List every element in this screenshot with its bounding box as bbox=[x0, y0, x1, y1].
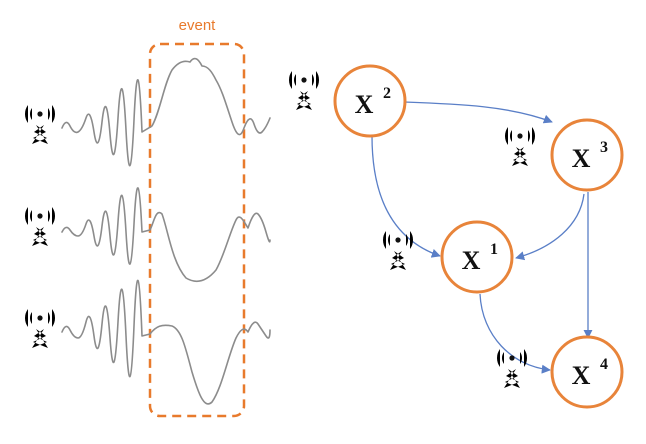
signal-row-3 bbox=[25, 279, 271, 405]
signal-waveform-1 bbox=[61, 57, 271, 167]
node-x4-circle bbox=[550, 335, 624, 409]
node-x4-label: X bbox=[572, 361, 591, 390]
edge-x2-x3 bbox=[403, 101, 553, 124]
node-x3-index: 3 bbox=[600, 139, 608, 156]
node-x2: X 2 bbox=[289, 64, 407, 138]
node-x1: X 1 bbox=[383, 220, 514, 294]
node-x2-label: X bbox=[355, 90, 374, 119]
event-label: event bbox=[179, 17, 217, 34]
signal-row-1 bbox=[25, 57, 271, 167]
signal-waveform-3 bbox=[61, 279, 271, 405]
edge-x1-x4 bbox=[479, 293, 551, 374]
antenna-tower-icon bbox=[25, 105, 55, 144]
event-window-box bbox=[148, 42, 246, 418]
signal-waveform-2 bbox=[61, 187, 271, 283]
edge-x2-x1 bbox=[371, 135, 441, 258]
signal-row-2 bbox=[25, 187, 271, 283]
node-x1-circle bbox=[440, 220, 514, 294]
node-x1-index: 1 bbox=[490, 241, 498, 258]
antenna-tower-icon bbox=[25, 207, 55, 246]
antenna-tower-icon bbox=[383, 231, 413, 270]
signal-rows bbox=[25, 57, 271, 405]
edges bbox=[371, 101, 593, 374]
node-x4-index: 4 bbox=[600, 356, 608, 373]
antenna-tower-icon bbox=[25, 309, 55, 348]
antenna-tower-icon bbox=[289, 71, 319, 110]
node-x3: X 3 bbox=[505, 118, 624, 192]
edge-x3-x1 bbox=[515, 193, 585, 261]
node-x3-circle bbox=[550, 118, 624, 192]
node-x2-index: 2 bbox=[383, 85, 391, 102]
node-x2-circle bbox=[333, 64, 407, 138]
node-x3-label: X bbox=[572, 144, 591, 173]
node-x4: X 4 bbox=[497, 335, 624, 409]
node-x1-label: X bbox=[462, 246, 481, 275]
antenna-tower-icon bbox=[505, 127, 535, 166]
